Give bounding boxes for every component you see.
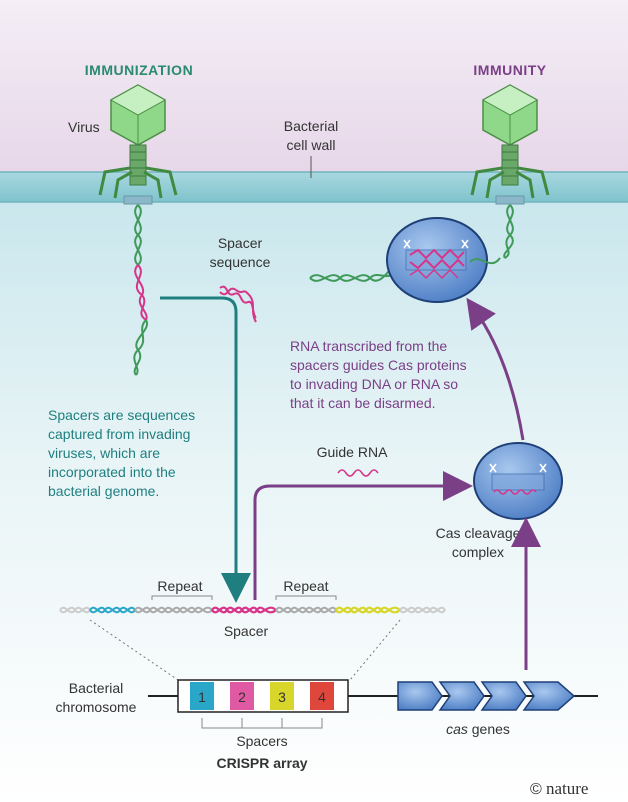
teal-note: Spacers are sequences captured from inva…	[48, 407, 195, 499]
crispr-array: 1 2 3 4	[177, 679, 349, 713]
guide-rna-strand	[337, 469, 379, 477]
spacer-sequence-fragment	[219, 285, 257, 323]
spacer-box-3-label: 3	[278, 689, 286, 705]
cas-genes-label: cas genes	[446, 721, 510, 737]
guide-rna-label: Guide RNA	[317, 444, 388, 460]
injected-dna-right	[309, 204, 514, 282]
purple-note: RNA transcribed from the spacers guides …	[290, 338, 467, 411]
cas-genes	[397, 681, 576, 711]
spacer-label: Spacer	[224, 623, 269, 639]
crispr-dna-strand	[59, 606, 446, 614]
spacer-box-4-label: 4	[318, 689, 326, 705]
teal-note-line1: Spacers are sequences	[48, 407, 195, 423]
cas-complex-label-line1: Cas cleavage	[436, 525, 521, 541]
spacer-box-4	[310, 682, 334, 710]
cell-wall-label-line1: Bacterial	[284, 118, 338, 134]
spacer-box-1-label: 1	[198, 689, 206, 705]
injected-dna-left	[133, 204, 149, 376]
purple-note-line2: spacers guides Cas proteins	[290, 357, 467, 373]
teal-note-line5: bacterial genome.	[48, 483, 159, 499]
purple-note-line1: RNA transcribed from the	[290, 338, 447, 354]
spacer-box-2	[230, 682, 254, 710]
chromosome-label-line2: chromosome	[56, 699, 137, 715]
header-immunization: IMMUNIZATION	[85, 62, 193, 78]
header-immunity: IMMUNITY	[473, 62, 546, 78]
spacers-label: Spacers	[236, 733, 287, 749]
spacer-box-3	[270, 682, 294, 710]
teal-note-line2: captured from invading	[48, 426, 190, 442]
cas-complex-icon	[473, 442, 563, 520]
targeting-arrow	[466, 297, 525, 441]
spacer-sequence-label-line2: sequence	[210, 254, 271, 270]
spacer-box-2-label: 2	[238, 689, 246, 705]
cas-complex-bound-icon	[386, 217, 501, 303]
repeat-left-label: Repeat	[157, 578, 202, 594]
virus-right-icon	[470, 84, 550, 205]
teal-note-line4: incorporated into the	[48, 464, 176, 480]
teal-note-line3: viruses, which are	[48, 445, 160, 461]
purple-note-line4: that it can be disarmed.	[290, 395, 436, 411]
cell-wall-label-line2: cell wall	[286, 137, 335, 153]
virus-label: Virus	[68, 119, 100, 135]
purple-note-line3: to invading DNA or RNA so	[290, 376, 458, 392]
spacer-sequence-label-line1: Spacer	[218, 235, 263, 251]
spacer-box-1	[190, 682, 214, 710]
nature-credit: nature	[546, 779, 588, 798]
repeat-right-label: Repeat	[283, 578, 328, 594]
extracellular-background	[0, 0, 628, 180]
virus-left-icon	[98, 84, 178, 205]
transcription-arrow	[253, 471, 473, 600]
chromosome-label-line1: Bacterial	[69, 680, 123, 696]
copyright-symbol: ©	[530, 781, 542, 798]
integration-arrow	[160, 296, 251, 603]
crispr-array-label: CRISPR array	[216, 755, 307, 771]
cas-complex-label-line2: complex	[452, 544, 504, 560]
